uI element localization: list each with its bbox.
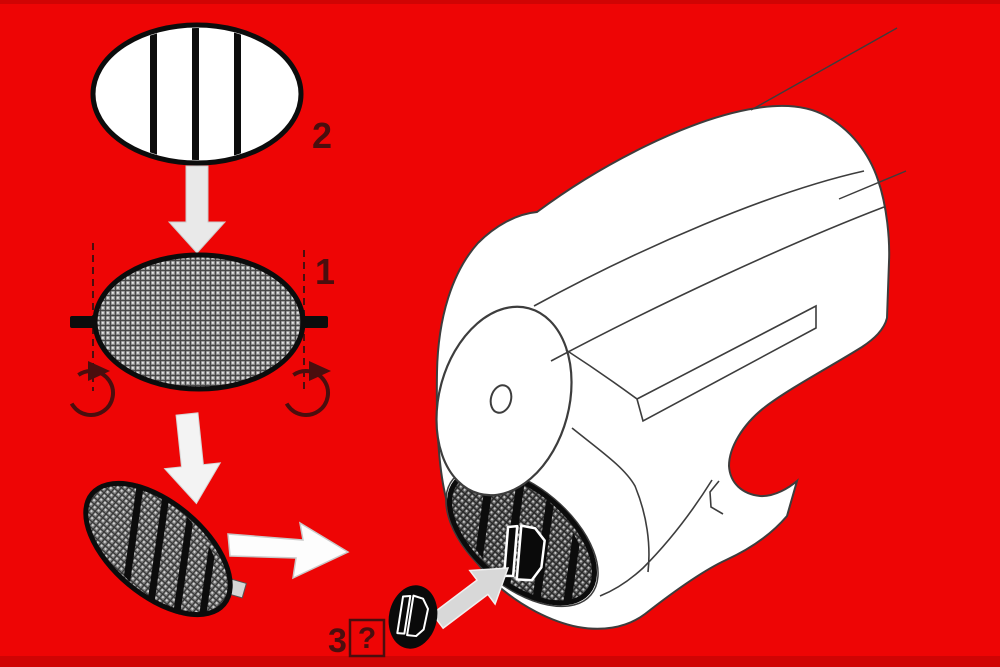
- right-arrow-icon: [227, 521, 350, 580]
- pointer-arrow-icon: [431, 567, 510, 630]
- step3-label: 3: [328, 622, 347, 660]
- rotate-left-icon: [67, 361, 115, 417]
- down-arrow-icon: [167, 165, 227, 254]
- side-tab-left: [70, 316, 100, 328]
- step1-mesh-flip-figure: 1: [67, 243, 335, 417]
- mesh-grille-top-ellipse: [92, 252, 306, 392]
- step2-striped-cover-figure: 2: [90, 22, 332, 166]
- step2-label: 2: [312, 115, 332, 156]
- cover-stripes: [150, 28, 241, 160]
- top-edge-shade: [0, 0, 1000, 4]
- question-mark: ?: [358, 622, 376, 655]
- down-arrow-2-icon: [163, 412, 222, 505]
- loose-hatch-part: [388, 585, 438, 649]
- side-tab-right: [298, 316, 328, 328]
- extension-lines: [750, 27, 907, 200]
- propeller-shaft-hole: [489, 384, 513, 414]
- step1-label: 1: [315, 251, 335, 292]
- nacelle-panel-lines: [533, 170, 885, 597]
- bottom-edge-shade: [0, 656, 1000, 667]
- installed-hatch-part: [502, 524, 546, 582]
- rotate-right-icon: [282, 361, 331, 417]
- step3-label-group: 3 ?: [328, 618, 386, 660]
- question-box: [348, 618, 386, 658]
